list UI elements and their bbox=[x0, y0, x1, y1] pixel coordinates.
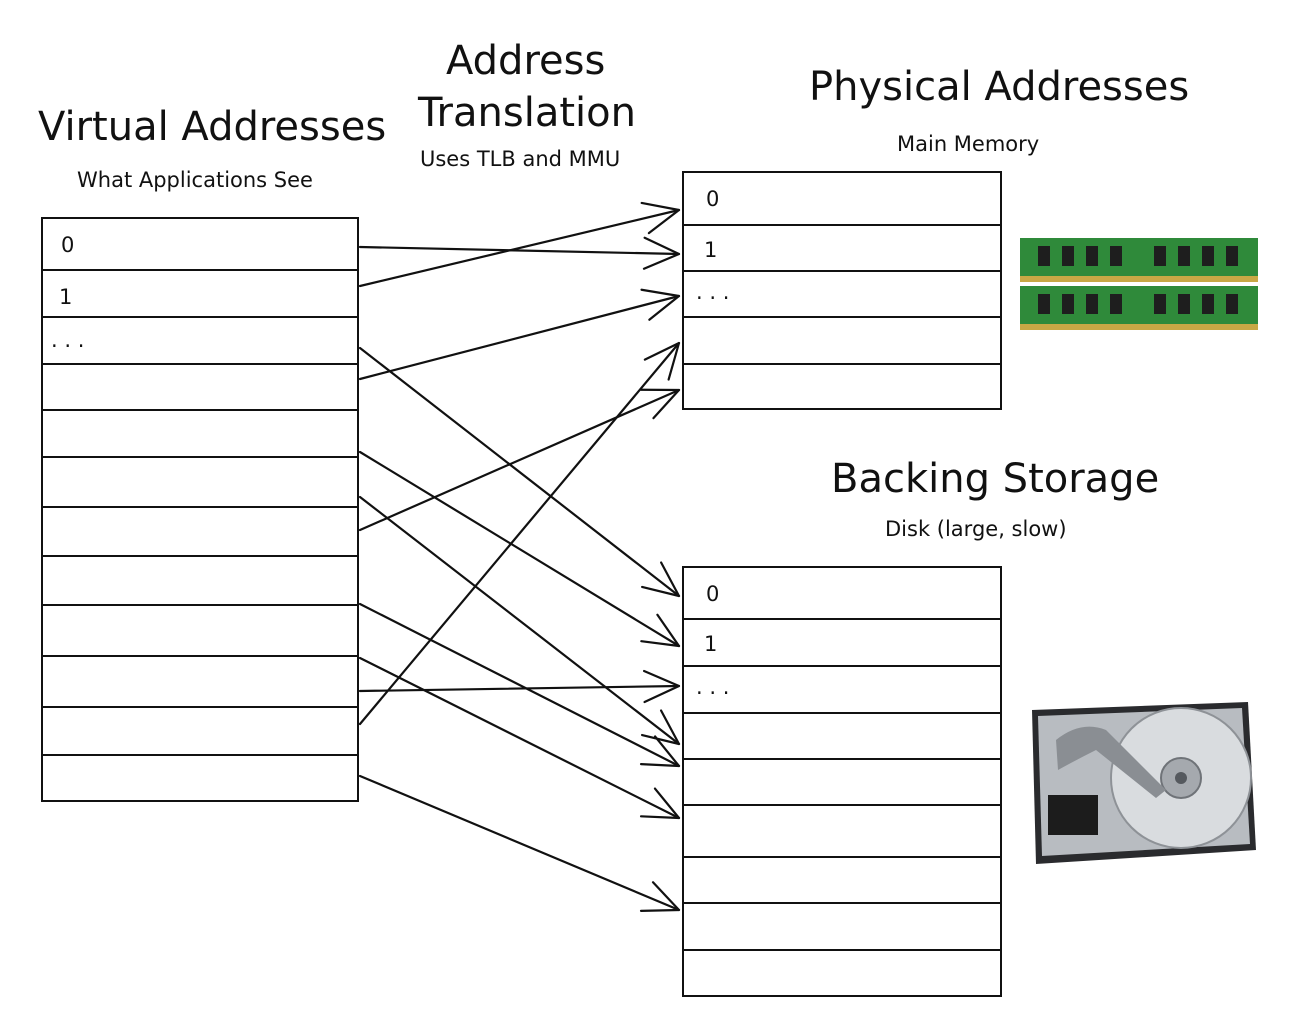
backing-row: . . . bbox=[684, 665, 1000, 712]
virtual-row: . . . bbox=[43, 316, 357, 363]
mapping-arrow-head bbox=[643, 341, 681, 381]
translation-title-line1: Address bbox=[446, 38, 606, 84]
physical-row-label: 1 bbox=[704, 238, 718, 262]
ram-modules-image bbox=[1020, 238, 1258, 330]
backing-row bbox=[684, 902, 1000, 949]
mapping-arrow-head bbox=[640, 709, 681, 746]
mapping-arrow-line bbox=[358, 341, 681, 726]
physical-row-label: 0 bbox=[706, 187, 720, 211]
backing-row bbox=[684, 804, 1000, 856]
virtual-address-table: 0 1 . . . bbox=[41, 217, 359, 802]
virtual-row-label: . . . bbox=[51, 328, 85, 352]
virtual-row bbox=[43, 604, 357, 655]
mapping-arrow-head bbox=[640, 201, 681, 235]
mapping-arrow-head bbox=[642, 236, 681, 270]
virtual-row bbox=[43, 456, 357, 506]
physical-row bbox=[684, 316, 1000, 363]
backing-row-label: 0 bbox=[706, 582, 720, 606]
ram-stick bbox=[1020, 238, 1258, 282]
virtual-row: 0 bbox=[43, 219, 357, 269]
mapping-arrow-line bbox=[358, 245, 681, 256]
backing-subtitle: Disk (large, slow) bbox=[885, 517, 1067, 541]
physical-address-table: 0 1 . . . bbox=[682, 171, 1002, 410]
virtual-row-label: 1 bbox=[59, 285, 73, 309]
virtual-subtitle: What Applications See bbox=[77, 168, 313, 192]
virtual-row bbox=[43, 409, 357, 456]
translation-title-line2: Translation bbox=[418, 90, 636, 136]
physical-row-label: . . . bbox=[696, 280, 730, 304]
virtual-row bbox=[43, 506, 357, 555]
mapping-arrow-head bbox=[640, 561, 681, 598]
mapping-arrow-head bbox=[639, 735, 681, 768]
physical-row: 0 bbox=[684, 173, 1000, 224]
physical-title: Physical Addresses bbox=[809, 64, 1190, 110]
backing-row: 0 bbox=[684, 568, 1000, 618]
mapping-arrow-line bbox=[358, 495, 681, 746]
physical-subtitle: Main Memory bbox=[897, 132, 1040, 156]
virtual-title: Virtual Addresses bbox=[38, 104, 387, 150]
virtual-row: 1 bbox=[43, 269, 357, 316]
mapping-arrow-head bbox=[639, 388, 681, 420]
mapping-arrow-line bbox=[358, 208, 681, 288]
virtual-row bbox=[43, 655, 357, 706]
mapping-arrow-head bbox=[640, 613, 681, 648]
backing-row-label: . . . bbox=[696, 675, 730, 699]
hard-disk-image bbox=[1032, 702, 1256, 864]
virtual-row-label: 0 bbox=[61, 233, 75, 257]
backing-row bbox=[684, 758, 1000, 804]
mapping-arrow-line bbox=[358, 684, 681, 693]
physical-row bbox=[684, 363, 1000, 408]
translation-subtitle: Uses TLB and MMU bbox=[420, 147, 621, 171]
physical-row: 1 bbox=[684, 224, 1000, 270]
mapping-arrow-line bbox=[358, 294, 681, 381]
mapping-arrow-head bbox=[639, 787, 681, 820]
virtual-row bbox=[43, 363, 357, 409]
mapping-arrow-line bbox=[358, 388, 681, 532]
ram-stick bbox=[1020, 286, 1258, 330]
backing-storage-table: 0 1 . . . bbox=[682, 566, 1002, 997]
virtual-row bbox=[43, 754, 357, 802]
backing-row bbox=[684, 949, 1000, 997]
backing-row bbox=[684, 712, 1000, 758]
mapping-arrow-head bbox=[640, 288, 681, 321]
mapping-arrow-line bbox=[358, 602, 681, 768]
backing-row bbox=[684, 856, 1000, 902]
physical-row: . . . bbox=[684, 270, 1000, 316]
mapping-arrow-line bbox=[358, 656, 681, 820]
mapping-arrow-line bbox=[358, 774, 681, 912]
mapping-arrow-line bbox=[358, 346, 681, 598]
mapping-arrow-line bbox=[358, 450, 681, 648]
backing-row-label: 1 bbox=[704, 632, 718, 656]
backing-row: 1 bbox=[684, 618, 1000, 665]
mapping-arrow-head bbox=[639, 881, 681, 912]
virtual-row bbox=[43, 555, 357, 604]
mapping-arrow-head bbox=[642, 669, 681, 704]
virtual-row bbox=[43, 706, 357, 754]
backing-title: Backing Storage bbox=[831, 456, 1160, 502]
